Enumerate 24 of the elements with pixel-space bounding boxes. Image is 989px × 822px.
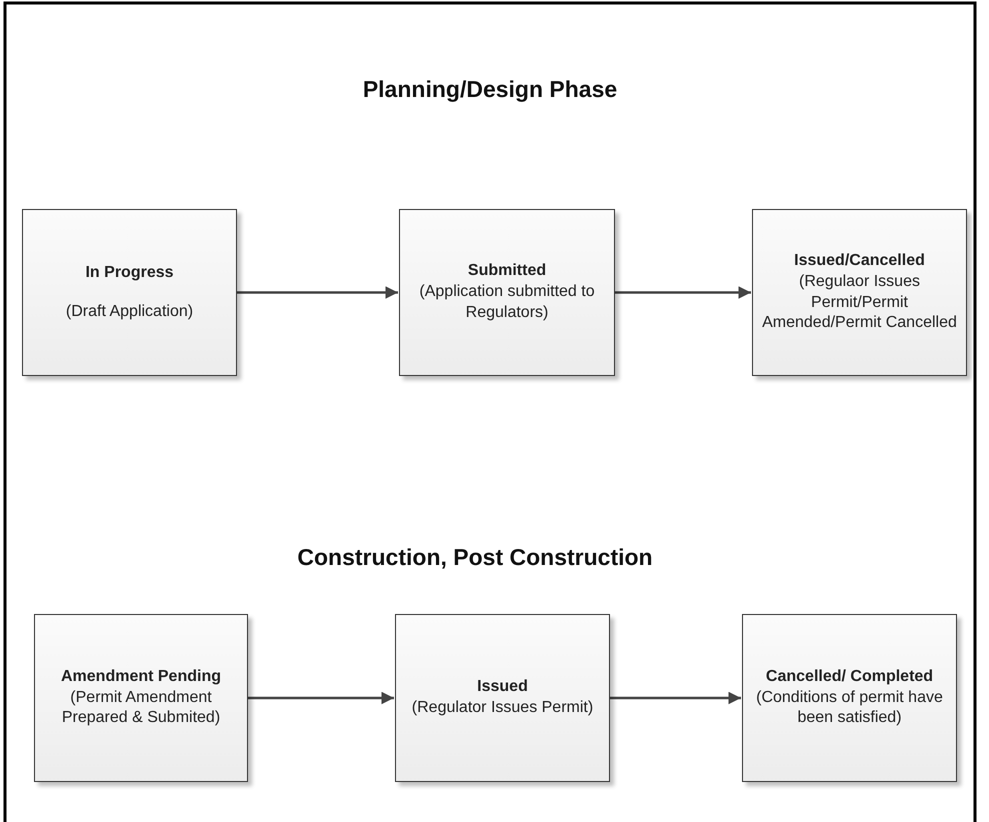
box-heading: In Progress (85, 262, 174, 283)
box-description: (Permit Amendment Prepared & Submited) (60, 688, 222, 728)
process-box (752, 209, 967, 376)
box-heading: Submitted (468, 261, 546, 282)
arrow (248, 692, 394, 704)
box-description: (Draft Application) (66, 302, 194, 322)
process-box (34, 614, 248, 782)
section-heading: Construction, Post Construction (297, 544, 653, 571)
arrow (615, 286, 751, 299)
box-description: (Regulator Issues Permit) (412, 698, 594, 718)
process-box (22, 209, 237, 376)
box-heading: Issued/Cancelled (794, 250, 925, 271)
arrow (610, 692, 741, 704)
box-heading: Issued (477, 677, 528, 698)
box-heading: Amendment Pending (60, 666, 221, 687)
box-description: (Conditions of permit have been satisfied) (755, 688, 944, 728)
process-box (742, 614, 957, 782)
process-box (395, 614, 610, 782)
process-box (399, 209, 615, 376)
section-heading: Planning/Design Phase (362, 76, 618, 103)
box-description: (Application submitted to Regulators) (418, 282, 596, 323)
box-description: (Regulaor Issues Permit/Permit Amended/Permit Cancelled (761, 272, 958, 334)
box-heading: Cancelled/ Completed (766, 666, 934, 687)
arrow (237, 286, 398, 299)
